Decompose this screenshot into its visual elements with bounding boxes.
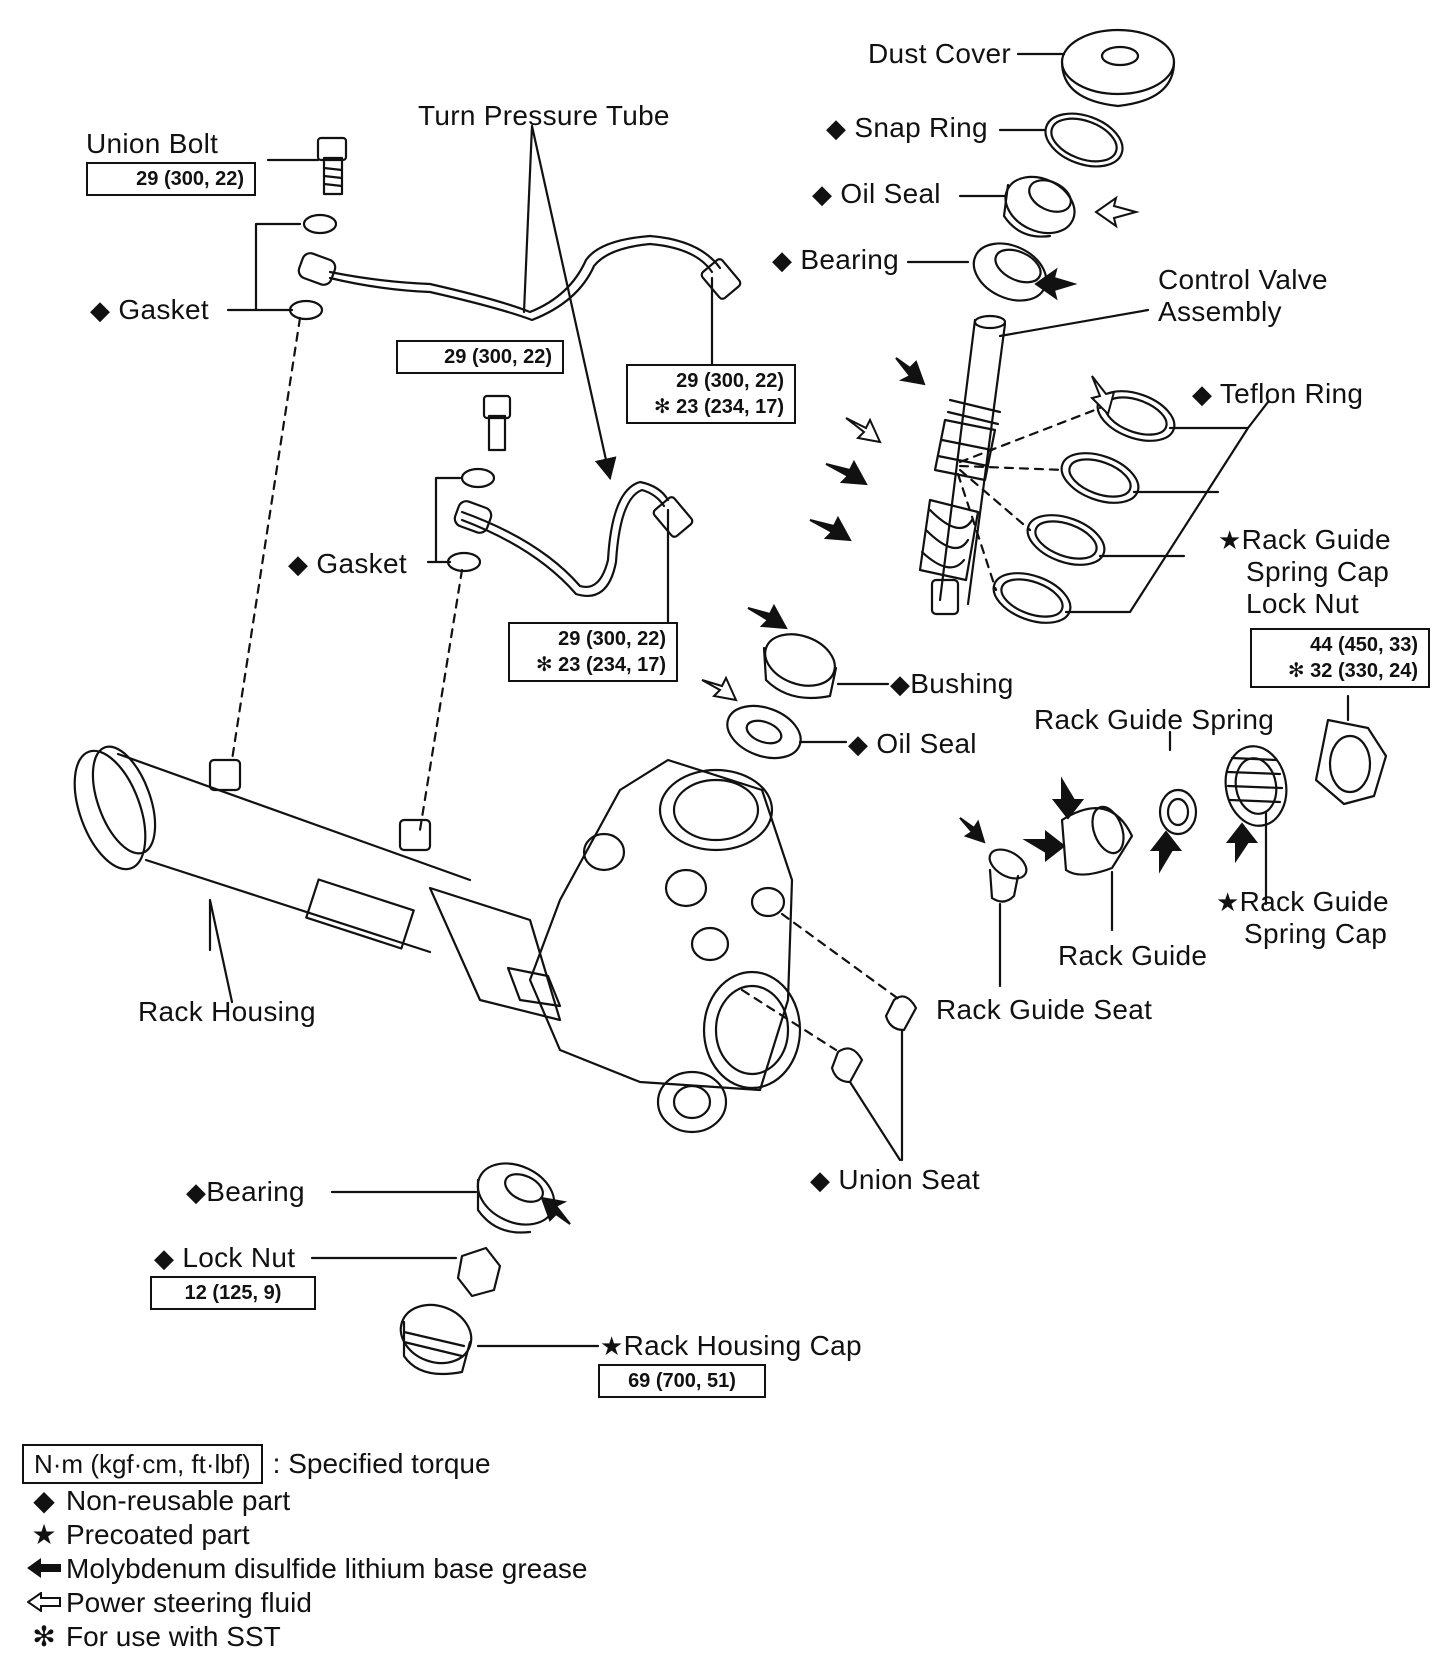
non-reusable-icon: ◆ xyxy=(826,113,847,143)
bearing-bottom-part xyxy=(476,1162,556,1234)
label-bearing-top: ◆ Bearing xyxy=(772,244,900,275)
union-bolt-top-part xyxy=(316,136,348,196)
snap-ring-part xyxy=(1044,112,1124,168)
bushing-part xyxy=(762,633,838,700)
label-gasket-1: ◆ Gasket xyxy=(90,294,209,325)
lock-nut-part xyxy=(456,1246,502,1298)
non-reusable-icon: ◆ xyxy=(812,179,833,209)
label-rack-guide: Rack Guide xyxy=(1058,940,1208,971)
label-teflon-ring: ◆ Teflon Ring xyxy=(1192,378,1364,409)
label-union-bolt: Union Bolt xyxy=(86,128,219,159)
torque-rack-housing-cap: 69 (700, 51) xyxy=(598,1364,766,1398)
rack-guide-part xyxy=(1060,805,1134,876)
label-snap-ring: ◆ Snap Ring xyxy=(826,112,988,143)
precoated-icon: ★ xyxy=(1218,525,1242,555)
fluid-arrows xyxy=(701,195,1140,702)
bearing-top-part xyxy=(972,242,1048,302)
legend-fluid: Power steering fluid xyxy=(22,1586,587,1620)
label-turn-pressure-tube: Turn Pressure Tube xyxy=(418,100,670,131)
torque-tube-upper: 29 (300, 22) ✻ 23 (234, 17) xyxy=(626,364,796,424)
sst-icon: ✻ xyxy=(1287,660,1305,682)
precoated-icon: ★ xyxy=(1216,887,1240,917)
gear-housing-part xyxy=(506,758,802,1134)
control-valve-shaft xyxy=(918,314,1007,616)
oil-seal-mid-part xyxy=(726,704,802,760)
label-gasket-2: ◆ Gasket xyxy=(288,548,407,579)
label-rack-housing: Rack Housing xyxy=(138,996,316,1027)
union-seat-parts xyxy=(830,995,918,1084)
legend-sst: ✻For use with SST xyxy=(22,1620,587,1654)
non-reusable-icon: ◆ xyxy=(90,295,111,325)
torque-union-bolt: 29 (300, 22) xyxy=(86,162,256,196)
sst-icon: ✻ xyxy=(535,654,553,676)
oil-seal-top-part xyxy=(1002,175,1076,238)
rack-housing-cap-part xyxy=(399,1303,473,1376)
precoated-icon: ★ xyxy=(600,1331,624,1361)
non-reusable-icon: ◆ xyxy=(186,1177,207,1207)
legend-torque: N·m (kgf·cm, ft·lbf): Specified torque xyxy=(22,1444,587,1484)
label-dust-cover: Dust Cover xyxy=(868,38,1012,69)
union-bolt-mid-part xyxy=(482,394,512,452)
label-bearing-bottom: ◆Bearing xyxy=(186,1176,305,1207)
grease-arrows xyxy=(540,267,1259,1225)
label-rack-guide-spring-cap: ★Rack Guide Spring Cap xyxy=(1216,886,1389,949)
label-oil-seal-top: ◆ Oil Seal xyxy=(812,178,941,209)
non-reusable-icon: ◆ xyxy=(772,245,793,275)
label-oil-seal-mid: ◆ Oil Seal xyxy=(848,728,977,759)
label-bushing: ◆Bushing xyxy=(890,668,1014,699)
legend-torque-unit: N·m (kgf·cm, ft·lbf) xyxy=(22,1444,263,1484)
legend: N·m (kgf·cm, ft·lbf): Specified torque ◆… xyxy=(22,1444,587,1654)
legend-precoated: ★Precoated part xyxy=(22,1518,587,1552)
rack-guide-spring-part xyxy=(1158,788,1198,836)
non-reusable-icon: ◆ xyxy=(33,1485,55,1516)
label-rack-guide-spring: Rack Guide Spring xyxy=(1034,704,1275,735)
label-rack-housing-cap: ★Rack Housing Cap xyxy=(600,1330,862,1361)
non-reusable-icon: ◆ xyxy=(288,549,309,579)
torque-spring-cap-lock-nut: 44 (450, 33) ✻ 32 (330, 24) xyxy=(1250,628,1430,688)
non-reusable-icon: ◆ xyxy=(154,1243,175,1273)
legend-grease: Molybdenum disulfide lithium base grease xyxy=(22,1552,587,1586)
precoated-icon: ★ xyxy=(31,1519,57,1550)
label-union-seat: ◆ Union Seat xyxy=(810,1164,980,1195)
dust-cover-part xyxy=(1060,28,1176,108)
torque-mid-bolt: 29 (300, 22) xyxy=(396,340,564,374)
torque-lock-nut: 12 (125, 9) xyxy=(150,1276,316,1310)
label-spring-cap-lock-nut: ★Rack Guide Spring Cap Lock Nut xyxy=(1218,524,1391,619)
sst-icon: ✻ xyxy=(653,396,671,418)
label-rack-guide-seat: Rack Guide Seat xyxy=(936,994,1153,1025)
rack-guide-seat-part xyxy=(988,848,1028,903)
sst-icon: ✻ xyxy=(32,1621,56,1652)
legend-non-reusable: ◆Non-reusable part xyxy=(22,1484,587,1518)
arrow-solid-icon xyxy=(22,1552,66,1586)
rack-housing-part xyxy=(73,745,562,1022)
teflon-rings xyxy=(992,390,1176,624)
non-reusable-icon: ◆ xyxy=(1192,379,1213,409)
rack-guide-spring-cap-part xyxy=(1224,745,1288,827)
non-reusable-icon: ◆ xyxy=(848,729,869,759)
torque-tube-lower: 29 (300, 22) ✻ 23 (234, 17) xyxy=(508,622,678,682)
non-reusable-icon: ◆ xyxy=(810,1165,831,1195)
non-reusable-icon: ◆ xyxy=(890,669,911,699)
label-lock-nut: ◆ Lock Nut xyxy=(154,1242,296,1273)
arrow-hollow-icon xyxy=(22,1586,66,1620)
lock-nut-spring-cap-part xyxy=(1314,718,1388,806)
